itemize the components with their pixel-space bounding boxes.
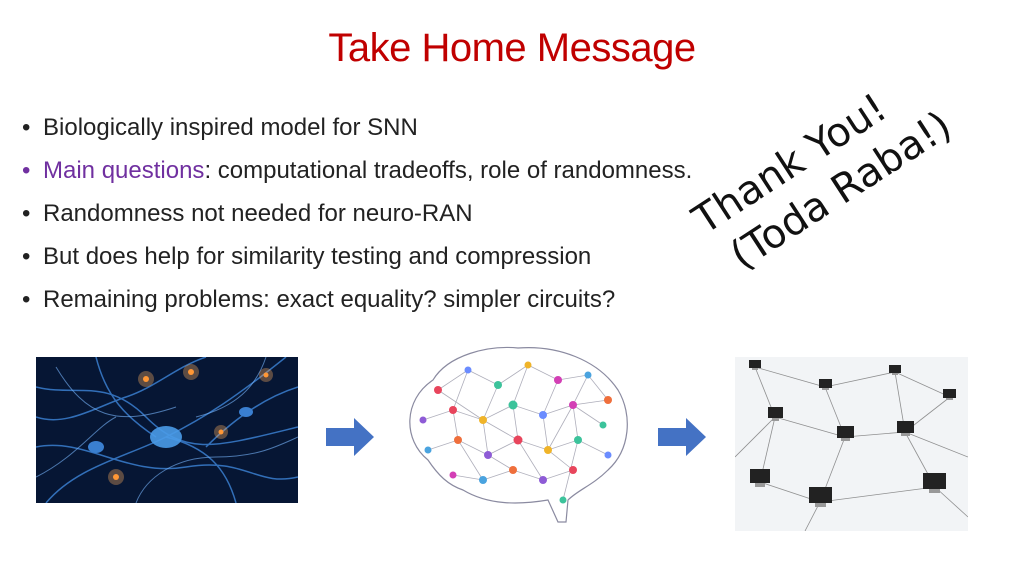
bullet-marker: • — [22, 243, 31, 270]
bullet-marker: • — [22, 286, 31, 313]
thank-you-text: Thank You! (Toda Raba!) — [684, 56, 965, 287]
bullet-item: • But does help for similarity testing an… — [22, 237, 692, 280]
bullet-text: But does help for similarity testing and… — [43, 243, 592, 270]
bullet-item: • Remaining problems: exact equality? sim… — [22, 280, 692, 323]
computer-network-image — [735, 357, 968, 531]
bullet-text: : computational tradeoffs, role of rando… — [204, 157, 693, 184]
bullet-marker: • — [22, 200, 31, 227]
bullet-text: Randomness not needed for neuro-RAN — [43, 200, 473, 227]
right-arrow-icon — [658, 418, 706, 456]
bullet-list: • Biologically inspired model for SNN • Ma… — [22, 108, 692, 323]
bullet-marker: • — [22, 114, 31, 141]
slide-title: Take Home Message — [328, 26, 696, 70]
bullet-text: Remaining problems: exact equality? simp… — [43, 286, 616, 313]
right-arrow-icon — [326, 418, 374, 456]
brain-network-image — [398, 340, 634, 526]
bullet-marker: • — [22, 157, 31, 184]
bullet-highlight: Main questions — [43, 157, 205, 184]
bullet-item: • Main questions: computational tradeoffs… — [22, 151, 692, 194]
bullet-text: Biologically inspired model for SNN — [43, 114, 418, 141]
bullet-item: • Biologically inspired model for SNN — [22, 108, 692, 151]
bullet-item: • Randomness not needed for neuro-RAN — [22, 194, 692, 237]
neurons-image — [36, 357, 298, 503]
